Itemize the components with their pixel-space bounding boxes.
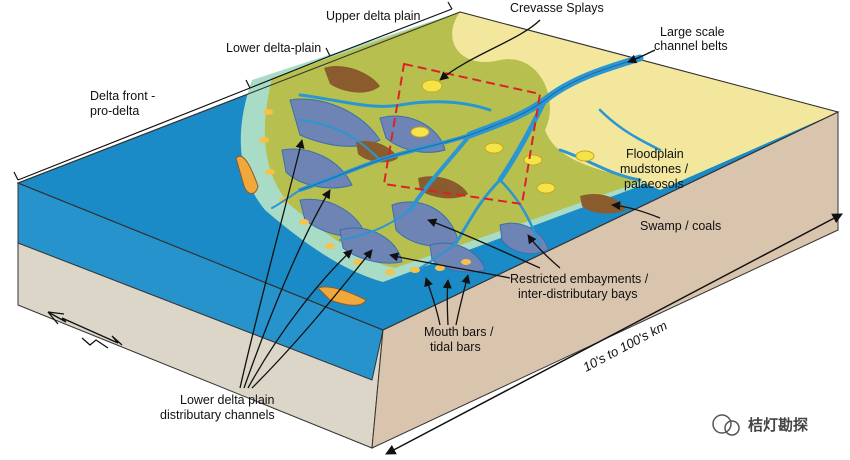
zone-brackets	[13, 1, 453, 181]
offshore-bars	[235, 155, 367, 306]
label-crevasse-splays: Crevasse Splays	[510, 1, 604, 15]
label-swamp: Swamp / coals	[640, 219, 721, 233]
channel-outlines	[299, 57, 641, 191]
watermark: 桔灯勘探	[712, 414, 808, 436]
label-floodplain: Floodplain mudstones / palaeosols	[620, 147, 692, 191]
crevasse-focus-box	[382, 62, 542, 206]
scale-arrow	[385, 213, 843, 455]
label-embayments: Restricted embayments / inter-distributa…	[510, 272, 652, 301]
label-upper-delta-plain: Upper delta plain	[326, 9, 421, 23]
block-top-surface	[16, 11, 840, 331]
label-distributary: Lower delta plain distributary channels	[160, 393, 278, 422]
label-lower-delta-plain: Lower delta-plain	[226, 41, 321, 55]
extension-arrow-icon	[47, 311, 123, 349]
watermark-text: 桔灯勘探	[748, 416, 808, 434]
crevasse-splays	[410, 79, 595, 194]
upper-delta-plain-zone	[452, 12, 838, 190]
label-channel-belts: Large scale channel belts	[654, 25, 728, 53]
label-delta-front: Delta front - pro-delta	[90, 89, 159, 118]
